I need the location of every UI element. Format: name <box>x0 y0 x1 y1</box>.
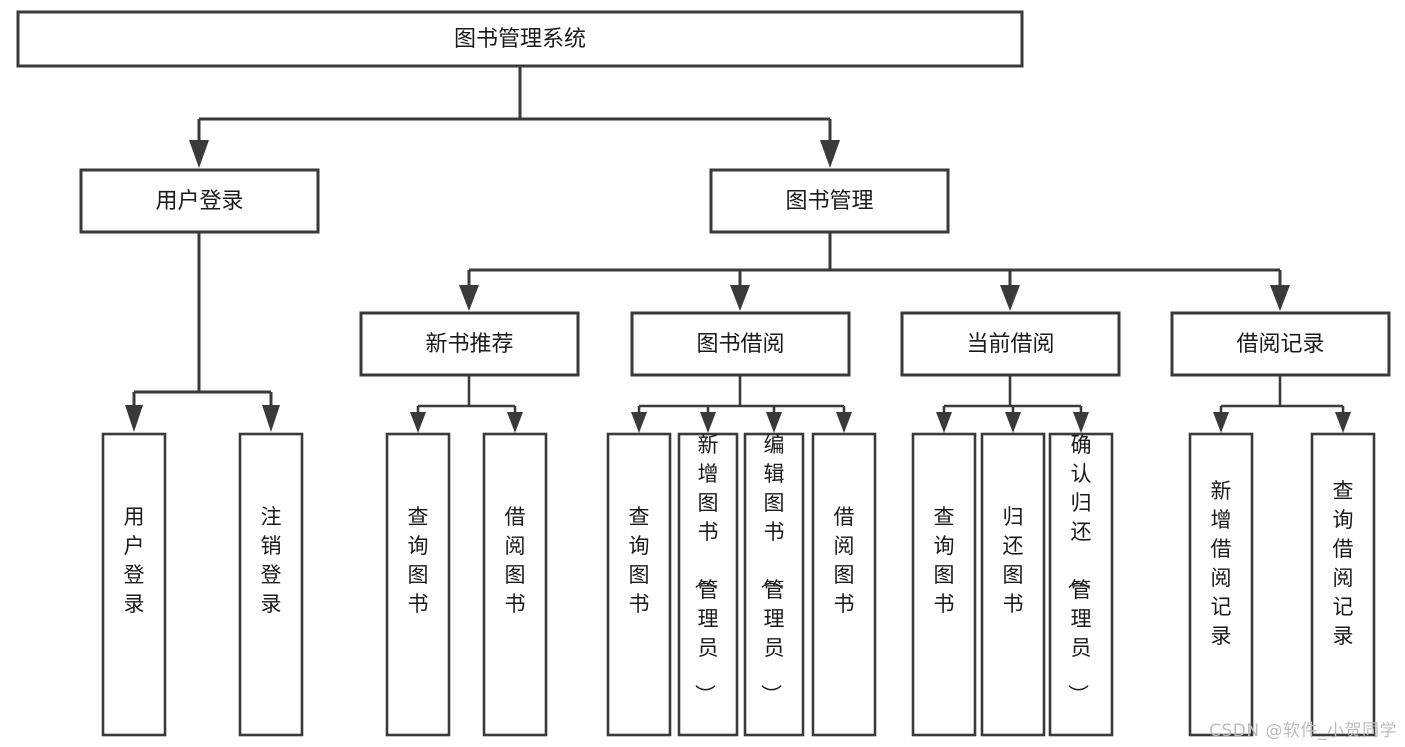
leaf-bb-borrow-book-label: 借阅图书 <box>834 505 855 616</box>
connector-group-borrow-record <box>1213 375 1351 433</box>
node-user-login-box[interactable] <box>79 168 320 234</box>
leaf-cb-query-book-box[interactable] <box>911 432 977 737</box>
node-borrow-record-label: 借阅记录 <box>1236 332 1324 357</box>
leaf-bb-borrow-book[interactable]: 借阅图书 <box>811 432 877 737</box>
arrow-head-br-query-record <box>1335 412 1351 433</box>
node-borrow-record-box[interactable] <box>1170 311 1391 377</box>
node-current-borrow[interactable]: 当前借阅 <box>900 311 1121 377</box>
leaf-user-login[interactable]: 用户登录 <box>101 432 167 737</box>
arrow-head-cb-return-book <box>1005 412 1021 433</box>
leaf-nbr-query-book-label: 查询图书 <box>408 505 429 616</box>
arrow-head-book-borrow <box>730 285 750 311</box>
node-book-manage-box[interactable] <box>709 168 950 234</box>
connector-group-book-manage <box>459 232 1290 311</box>
leaf-bb-query-book[interactable]: 查询图书 <box>606 432 672 737</box>
node-book-manage[interactable]: 图书管理 <box>709 168 950 234</box>
leaf-cb-confirm-return-box[interactable] <box>1048 432 1114 737</box>
arrow-head-nbr-query-book <box>410 412 426 433</box>
connector-group-new-book-rec <box>410 375 523 433</box>
node-new-book-rec-box[interactable] <box>359 311 580 377</box>
leaf-bb-query-book-box[interactable] <box>606 432 672 737</box>
arrow-head-book-manage <box>820 140 840 168</box>
leaf-br-add-record[interactable]: 新增借阅记录 <box>1188 432 1254 737</box>
leaf-bb-borrow-book-box[interactable] <box>811 432 877 737</box>
node-book-manage-label: 图书管理 <box>785 189 873 214</box>
arrow-head-cb-query-book <box>936 412 952 433</box>
leaf-nbr-borrow-book-label: 借阅图书 <box>505 505 526 616</box>
node-book-borrow-box[interactable] <box>630 311 851 377</box>
leaf-nbr-query-book[interactable]: 查询图书 <box>385 432 451 737</box>
leaf-cb-return-book-label: 归还图书 <box>1003 505 1024 616</box>
node-book-borrow[interactable]: 图书借阅 <box>630 311 851 377</box>
leaf-cb-confirm-return[interactable]: 确认归还（管理员） <box>1048 432 1114 737</box>
connector-group-current-borrow <box>936 375 1089 433</box>
arrow-head-cb-confirm-return <box>1073 412 1089 433</box>
arrow-head-leaf-logout <box>262 405 280 432</box>
leaf-br-query-record[interactable]: 查询借阅记录 <box>1310 432 1376 737</box>
arrow-head-borrow-record <box>1270 285 1290 311</box>
leaf-nbr-borrow-book-box[interactable] <box>482 432 548 737</box>
node-new-book-rec[interactable]: 新书推荐 <box>359 311 580 377</box>
leaf-cb-return-book[interactable]: 归还图书 <box>980 432 1046 737</box>
arrow-head-bb-edit-book <box>766 412 782 433</box>
leaf-bb-add-book[interactable]: 新增图书（管理员） <box>677 432 739 737</box>
arrow-head-bb-borrow-book <box>836 412 852 433</box>
leaf-bb-edit-book-box[interactable] <box>743 432 805 737</box>
node-new-book-rec-label: 新书推荐 <box>425 332 513 357</box>
node-borrow-record[interactable]: 借阅记录 <box>1170 311 1391 377</box>
arrow-head-user-login <box>189 140 209 168</box>
leaf-cb-query-book[interactable]: 查询图书 <box>911 432 977 737</box>
arrow-head-bb-query-book <box>631 412 647 433</box>
arrow-head-bb-add-book <box>700 412 716 433</box>
leaf-user-login-box[interactable] <box>101 432 167 737</box>
arrow-head-new-book-rec <box>459 285 479 311</box>
csdn-watermark: CSDN @软件_小贺同学 <box>1209 721 1397 741</box>
connector-group-user-login <box>125 232 280 432</box>
node-root-box[interactable] <box>16 10 1024 68</box>
node-user-login[interactable]: 用户登录 <box>79 168 320 234</box>
leaf-br-query-record-box[interactable] <box>1310 432 1376 737</box>
leaf-nbr-query-book-box[interactable] <box>385 432 451 737</box>
leaf-cb-return-book-box[interactable] <box>980 432 1046 737</box>
leaf-cb-confirm-return-label: 确认归还（管理员） <box>1066 433 1092 705</box>
leaf-br-add-record-box[interactable] <box>1188 432 1254 737</box>
leaf-logout-label: 注销登录 <box>261 505 282 616</box>
node-current-borrow-box[interactable] <box>900 311 1121 377</box>
node-root[interactable]: 图书管理系统 <box>16 10 1024 68</box>
leaf-bb-edit-book[interactable]: 编辑图书（管理员） <box>743 432 805 737</box>
arrow-head-br-add-record <box>1213 412 1229 433</box>
arrow-head-nbr-borrow-book <box>507 412 523 433</box>
leaf-logout[interactable]: 注销登录 <box>238 432 304 737</box>
leaf-br-add-record-label: 新增借阅记录 <box>1211 479 1232 648</box>
leaf-logout-box[interactable] <box>238 432 304 737</box>
arrow-head-current-borrow <box>1000 285 1020 311</box>
leaf-bb-query-book-label: 查询图书 <box>629 505 650 616</box>
leaf-user-login-label: 用户登录 <box>124 505 145 616</box>
node-user-login-label: 用户登录 <box>155 189 243 214</box>
leaf-br-query-record-label: 查询借阅记录 <box>1333 479 1354 648</box>
leaf-bb-add-book-label: 新增图书（管理员） <box>693 433 719 705</box>
node-root-label: 图书管理系统 <box>454 27 586 52</box>
arrow-head-leaf-user-login <box>125 405 143 432</box>
leaf-cb-query-book-label: 查询图书 <box>934 505 955 616</box>
connector-group-root <box>189 66 840 168</box>
leaf-bb-edit-book-label: 编辑图书（管理员） <box>759 433 785 705</box>
connector-group-book-borrow <box>631 375 852 433</box>
node-current-borrow-label: 当前借阅 <box>966 332 1054 357</box>
leaf-nbr-borrow-book[interactable]: 借阅图书 <box>482 432 548 737</box>
node-book-borrow-label: 图书借阅 <box>696 332 784 357</box>
leaf-bb-add-book-box[interactable] <box>677 432 739 737</box>
